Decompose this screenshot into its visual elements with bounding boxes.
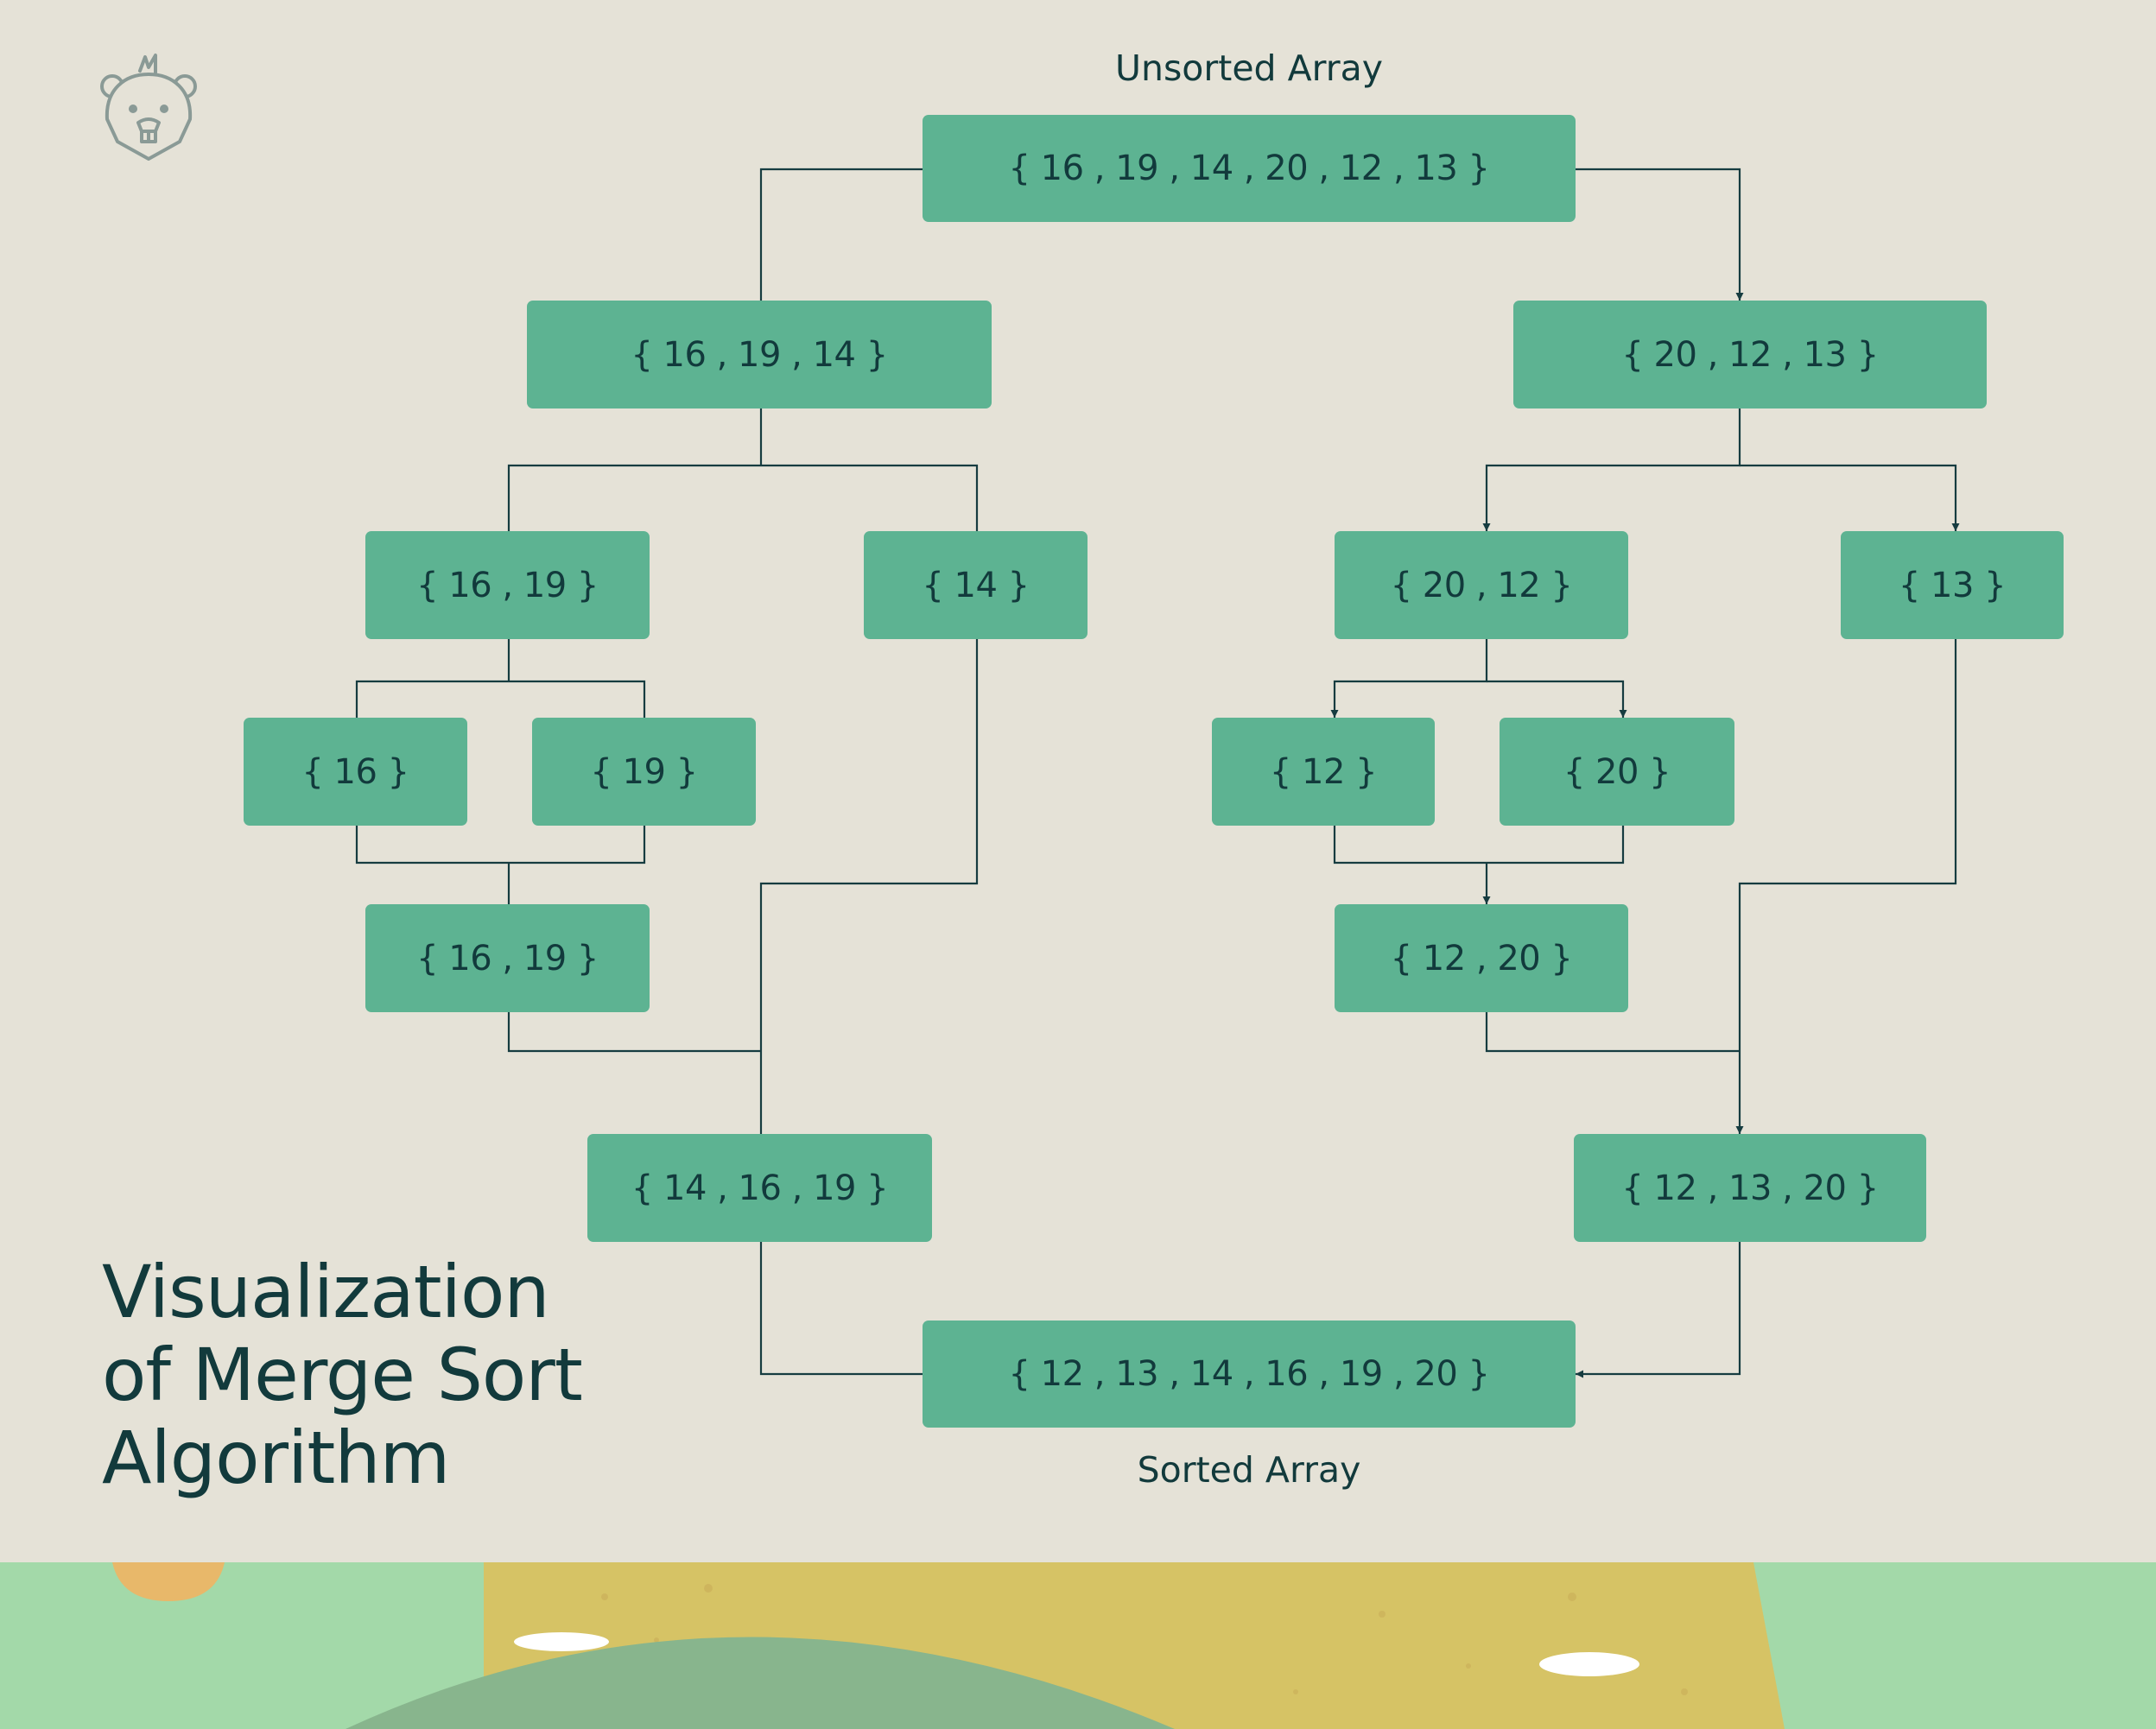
node-right-pair: { 20 , 12 } xyxy=(1335,531,1628,639)
node-merged-left: { 14 , 16 , 19 } xyxy=(587,1134,932,1242)
edge-lefthalf-children xyxy=(507,408,979,531)
node-merged-left-pair: { 16 , 19 } xyxy=(365,904,650,1012)
edge-righthalf-to-pair xyxy=(1482,408,1741,531)
edge-leftpair-merge xyxy=(507,1012,761,1053)
title-line-2: of Merge Sort xyxy=(102,1333,583,1417)
page-title: Visualization of Merge Sort Algorithm xyxy=(102,1250,583,1500)
node-unsorted-array: { 16 , 19 , 14 , 20 , 12 , 13 } xyxy=(923,115,1576,222)
edge-leftsingle-merge xyxy=(759,639,979,1134)
edge-mergedleft-sorted xyxy=(759,1242,923,1376)
node-merged-right-pair: { 12 , 20 } xyxy=(1335,904,1628,1012)
title-line-1: Visualization xyxy=(102,1250,550,1334)
unsorted-array-caption: Unsorted Array xyxy=(1114,48,1384,89)
node-leaf-12: { 12 } xyxy=(1212,718,1435,826)
edge-leftpair-leaves xyxy=(355,639,646,718)
edge-leftleaves-merge xyxy=(355,826,646,904)
edge-rightpair-to-12 xyxy=(1330,639,1488,718)
sorted-array-caption: Sorted Array xyxy=(1137,1449,1361,1491)
node-leaf-19: { 19 } xyxy=(532,718,756,826)
node-leaf-16: { 16 } xyxy=(244,718,467,826)
node-sorted-array: { 12 , 13 , 14 , 16 , 19 , 20 } xyxy=(923,1320,1576,1428)
edge-mergedright-sorted xyxy=(1576,1242,1741,1378)
edge-rightsingle-merge xyxy=(1735,639,1957,1134)
node-right-half: { 20 , 12 , 13 } xyxy=(1513,301,1987,408)
beaver-logo-icon xyxy=(100,54,197,161)
node-left-single: { 14 } xyxy=(864,531,1088,639)
node-left-half: { 16 , 19 , 14 } xyxy=(527,301,992,408)
edge-root-left xyxy=(759,168,923,301)
node-merged-right: { 12 , 13 , 20 } xyxy=(1574,1134,1926,1242)
edge-rightpair-merge xyxy=(1485,1012,1740,1053)
node-right-single: { 13 } xyxy=(1841,531,2064,639)
edge-rightleaves-merge xyxy=(1333,826,1625,864)
footer-landscape-illustration xyxy=(0,1562,2156,1729)
edge-rightpair-to-20 xyxy=(1487,680,1627,718)
title-line-3: Algorithm xyxy=(102,1416,450,1500)
edge-root-right xyxy=(1576,168,1744,301)
node-left-pair: { 16 , 19 } xyxy=(365,531,650,639)
edge-righthalf-to-single xyxy=(1740,464,1960,531)
node-leaf-20: { 20 } xyxy=(1500,718,1734,826)
